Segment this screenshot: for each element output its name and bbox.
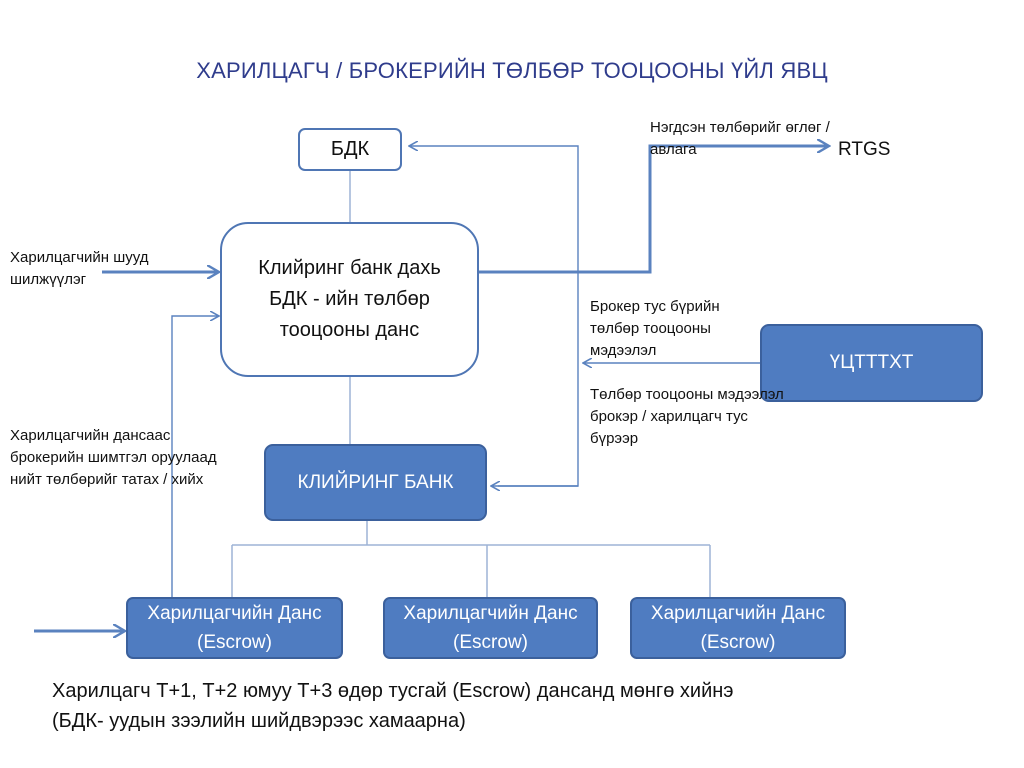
- fee-collect-label: Харилцагчийн дансаас брокерийн шимтгэл о…: [10, 427, 217, 488]
- payment-info-label: Төлбөр тооцооны мэдээлэл брокэр / харилц…: [590, 386, 784, 447]
- account-to-rtgs-arrow: [478, 146, 828, 274]
- rtgs-label: RTGS: [838, 139, 891, 160]
- footer-line-1: Харилцагч Т+1, Т+2 юмуу Т+3 өдөр тусгай …: [52, 680, 734, 702]
- footer-note: Харилцагч Т+1, Т+2 юмуу Т+3 өдөр тусгай …: [52, 676, 734, 736]
- fee-collect-arrow: [171, 316, 218, 597]
- broker-info-label: Брокер тус бүрийн төлбөр тооцооны мэдээл…: [590, 298, 720, 359]
- direct-transfer-label: Харилцагчийн шууд шилжүүлэг: [10, 249, 149, 288]
- escrow-account-box: Харилцагчийн Данс (Escrow): [126, 597, 343, 659]
- escrow-account-box: Харилцагчийн Данс (Escrow): [383, 597, 598, 659]
- clearing-bank-box: КЛИЙРИНГ БАНК: [264, 444, 487, 521]
- footer-line-2: (БДК- уудын зээлийн шийдвэрээс хамаарна): [52, 710, 466, 732]
- bdk-box: БДК: [298, 128, 402, 171]
- net-payment-label: Нэгдсэн төлбөрийг өглөг / авлага: [650, 119, 830, 158]
- clearing-account-box: Клийринг банк дахь БДК - ийн төлбөр тооц…: [220, 222, 479, 377]
- escrow-account-box: Харилцагчийн Данс (Escrow): [630, 597, 846, 659]
- uctttkh-box: ҮЦТТТХТ: [760, 324, 983, 402]
- diagram-title: ХАРИЛЦАГЧ / БРОКЕРИЙН ТӨЛБӨР ТООЦООНЫ ҮЙ…: [196, 58, 828, 83]
